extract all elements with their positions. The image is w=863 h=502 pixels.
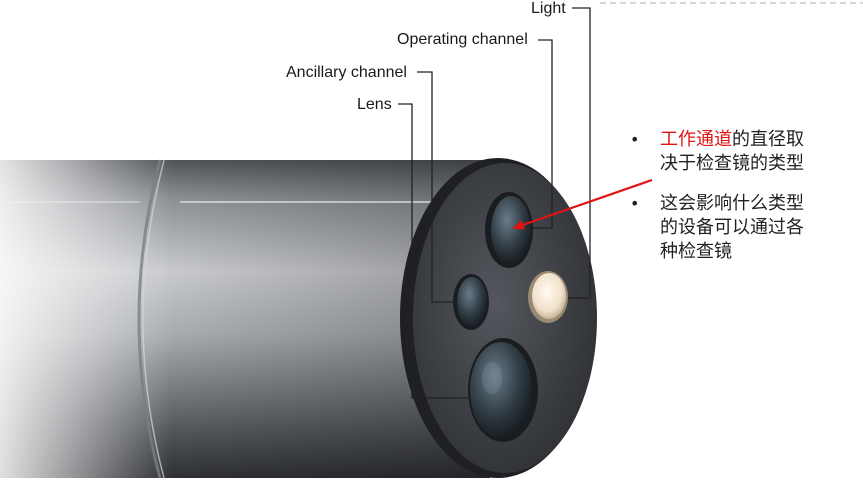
bullet-text: 的直径取 — [732, 129, 804, 150]
label-operating-channel: Operating channel — [397, 31, 528, 48]
bullet-line: 种检查镜 — [660, 241, 732, 262]
bullet-list: • 工作通道的直径取 决于检查镜的类型 • 这会影响什么类型 的设备可以通过各 … — [630, 128, 855, 280]
endoscope-face — [400, 158, 597, 478]
label-light: Light — [531, 0, 566, 17]
operating-channel-leader-line — [533, 39, 553, 229]
ancillary-channel-hole — [453, 274, 489, 330]
bullet-line: 工作通道的直径取 — [660, 128, 855, 152]
bullet-line: 的设备可以通过各 — [660, 217, 804, 238]
light-leader-line — [568, 7, 591, 299]
red-arrow — [512, 178, 653, 230]
highlight-working-channel: 工作通道 — [660, 129, 732, 150]
leader-lines — [398, 7, 591, 399]
lens-leader-line — [398, 103, 470, 399]
bullet-item-equipment: • 这会影响什么类型 的设备可以通过各 种检查镜 — [630, 192, 855, 264]
lens-hole — [468, 338, 538, 442]
operating-channel-hole — [485, 192, 533, 268]
label-ancillary-channel: Ancillary channel — [286, 64, 407, 81]
bullet-item-working-channel: • 工作通道的直径取 决于检查镜的类型 — [630, 128, 855, 176]
bullet-line: 这会影响什么类型 — [660, 193, 804, 214]
label-lens: Lens — [357, 96, 392, 113]
ancillary-channel-leader-line — [417, 71, 456, 303]
bullet-line: 决于检查镜的类型 — [660, 153, 804, 174]
bullet-marker: • — [630, 194, 640, 213]
bullet-marker: • — [630, 130, 640, 149]
light-port — [528, 271, 568, 323]
